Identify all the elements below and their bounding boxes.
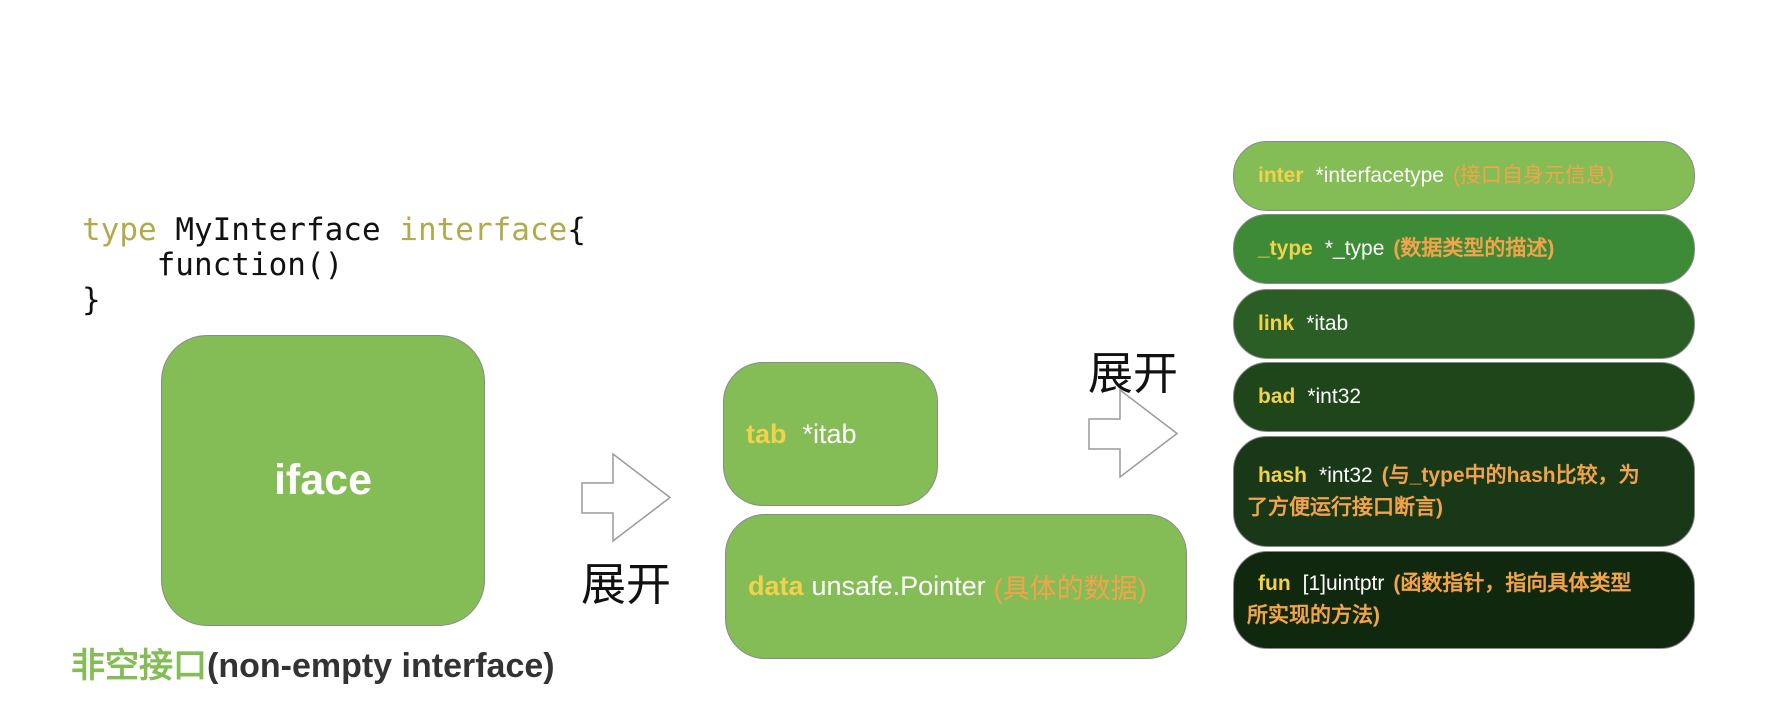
code-line-2: function() <box>82 248 586 283</box>
field-note-hash: (与_type中的hash比较，为了方便运行接口断言) <box>1247 463 1640 519</box>
field-note-type: (数据类型的描述) <box>1393 237 1555 260</box>
field-type-link: *itab <box>1306 312 1349 335</box>
diagram-caption: 非空接口(non-empty interface) <box>71 645 555 687</box>
code-snippet: type MyInterface interface{ function() } <box>82 213 586 318</box>
field-note-inter: (接口自身元信息) <box>1452 164 1614 187</box>
itab-field-inter-text: inter *interfacetype (接口自身元信息) <box>1247 160 1644 192</box>
expand-arrow-1-shape <box>581 452 672 543</box>
caption-chinese: 非空接口 <box>71 647 207 685</box>
field-note-fun: (函数指针，指向具体类型所实现的方法) <box>1247 572 1632 627</box>
field-type-type: *_type <box>1324 237 1385 260</box>
caption-english: (non-empty interface) <box>207 647 555 685</box>
field-type-hash: *int32 <box>1319 463 1373 487</box>
field-type-bad: *int32 <box>1307 385 1362 408</box>
code-interface-name: MyInterface <box>156 212 400 248</box>
field-type-inter: *interfacetype <box>1315 164 1444 187</box>
field-name-hash: hash <box>1258 463 1308 487</box>
field-name-inter: inter <box>1258 164 1304 187</box>
field-name-bad: bad <box>1258 385 1296 408</box>
iface-field-tab: tab *itab <box>723 362 938 506</box>
expand-arrow-2-icon <box>1088 388 1179 479</box>
iface-box: iface <box>161 335 485 626</box>
expand-label-1: 展开 <box>581 559 672 610</box>
itab-field-bad: bad *int32 <box>1233 362 1695 432</box>
code-open-brace: { <box>567 212 586 248</box>
field-name-fun: fun <box>1258 572 1291 595</box>
field-type-data: unsafe.Pointer <box>811 571 986 601</box>
itab-field-hash: hash *int32(与_type中的hash比较，为了方便运行接口断言) <box>1233 436 1695 547</box>
code-keyword-interface: interface <box>399 212 568 248</box>
code-keyword-type: type <box>82 212 157 248</box>
itab-field-fun: fun [1]uintptr(函数指针，指向具体类型所实现的方法) <box>1233 551 1695 649</box>
itab-field-hash-text: hash *int32(与_type中的hash比较，为了方便运行接口断言) <box>1247 460 1644 524</box>
field-note-data: (具体的数据) <box>993 574 1147 604</box>
expand-arrow-2-shape <box>1088 388 1179 479</box>
itab-field-fun-text: fun [1]uintptr(函数指针，指向具体类型所实现的方法) <box>1247 568 1644 632</box>
itab-field-link: link *itab <box>1233 289 1695 359</box>
iface-label: iface <box>273 456 372 504</box>
itab-field-inter: inter *interfacetype (接口自身元信息) <box>1233 141 1695 211</box>
code-method-signature: function() <box>156 247 344 283</box>
field-name-tab: tab <box>746 418 787 449</box>
expand-label-2: 展开 <box>1088 348 1179 399</box>
itab-field-type: _type *_type (数据类型的描述) <box>1233 214 1695 284</box>
field-name-link: link <box>1258 312 1295 335</box>
code-line-3: } <box>82 283 586 318</box>
code-close-brace: } <box>82 282 101 318</box>
expand-arrow-1-icon <box>581 452 672 543</box>
field-type-tab: *itab <box>802 418 857 449</box>
itab-field-type-text: _type *_type (数据类型的描述) <box>1247 233 1644 265</box>
field-name-type: _type <box>1258 237 1313 260</box>
code-line-1: type MyInterface interface{ <box>82 213 586 248</box>
itab-field-bad-text: bad *int32 <box>1247 381 1644 413</box>
itab-field-link-text: link *itab <box>1247 308 1644 340</box>
field-name-data: data <box>748 571 804 601</box>
field-type-fun: [1]uintptr <box>1302 572 1385 595</box>
